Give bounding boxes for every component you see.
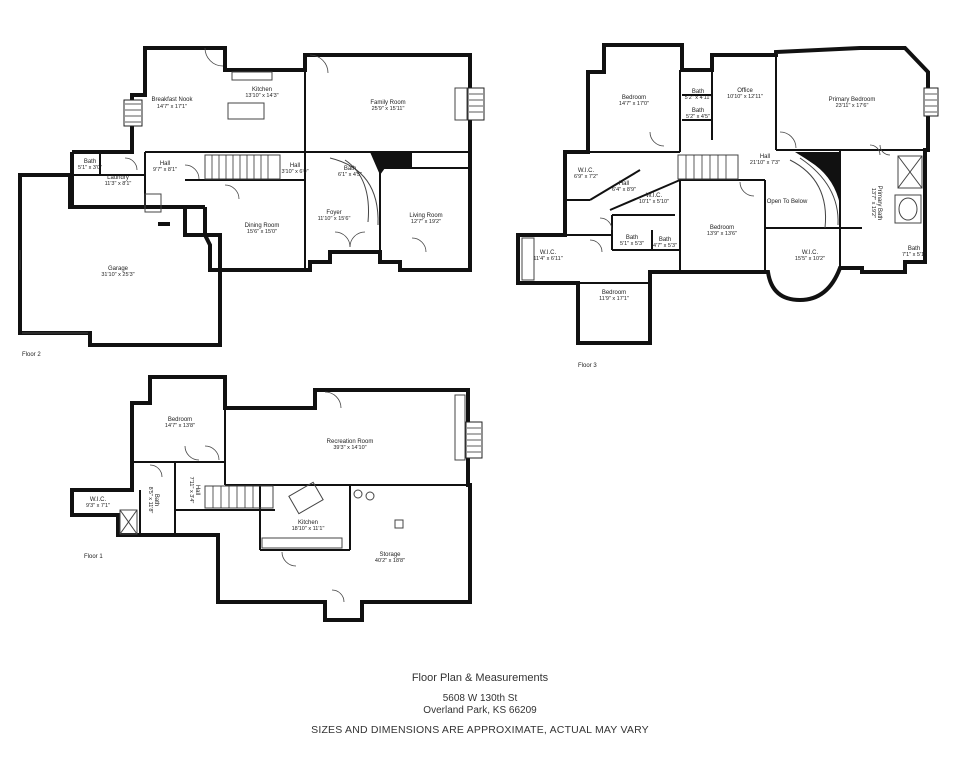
room-breakfast-nook-dim: 14'7" x 17'1" <box>157 104 187 110</box>
room-dining-room-dim: 15'6" x 15'0" <box>247 229 277 235</box>
room-office-dim: 10'10" x 12'11" <box>727 94 763 100</box>
room-bath-f-name: Bath <box>659 237 671 243</box>
room-open-to-below-name: Open To Below <box>767 199 808 205</box>
footer-disclaimer: SIZES AND DIMENSIONS ARE APPROXIMATE, AC… <box>311 724 649 736</box>
room-bedroom-d-dim: 14'7" x 13'8" <box>165 423 195 429</box>
room-wic-e-dim: 9'3" x 7'1" <box>86 503 110 509</box>
room-hall-b-name: Hall <box>290 163 300 169</box>
room-bedroom-c-name: Bedroom <box>602 290 626 296</box>
room-office-name: Office <box>737 88 753 94</box>
footer-address-line1: 5608 W 130th St <box>442 693 518 704</box>
room-bath-e-dim: 5'1" x 5'3" <box>620 241 644 247</box>
room-hall-e-name: Hall <box>194 485 200 495</box>
room-kitchen-name: Kitchen <box>252 87 272 93</box>
room-hall-b-dim: 3'10" x 6'0" <box>281 169 308 175</box>
room-kitchen-b-dim: 18'10" x 11'1" <box>292 526 325 532</box>
room-bath-h-name: Bath <box>153 494 159 506</box>
room-hall-a-dim: 9'7" x 8'1" <box>153 167 177 173</box>
room-family-room-name: Family Room <box>370 100 405 106</box>
room-bath-h-dim: 8'5" x 11'8" <box>147 487 153 514</box>
room-garage-dim: 31'10" x 25'3" <box>101 272 134 278</box>
room-wic-e-name: W.I.C. <box>90 497 107 503</box>
room-wic-d-dim: 15'5" x 10'2" <box>795 256 825 262</box>
floor-3-plan: Bedroom 14'7" x 17'0" Bath 5'2" x 4'11" … <box>516 43 939 369</box>
room-hall-a-name: Hall <box>160 161 170 167</box>
floor-1-label: Floor 1 <box>84 554 103 560</box>
room-primary-bedroom-name: Primary Bedroom <box>829 97 876 103</box>
room-bath-c-dim: 5'2" x 4'11" <box>685 95 712 101</box>
room-bedroom-b-dim: 13'9" x 13'6" <box>707 231 737 237</box>
footer-address-line2: Overland Park, KS 66209 <box>423 705 537 716</box>
floor-3-label: Floor 3 <box>578 363 597 369</box>
room-hall-c-name: Hall <box>619 181 629 187</box>
room-hall-d-dim: 21'10" x 7'3" <box>750 160 780 166</box>
room-bedroom-c-dim: 11'9" x 17'1" <box>599 296 629 302</box>
room-bath-g-name: Bath <box>908 246 920 252</box>
room-bath-g-dim: 7'1" x 5'1" <box>902 252 926 258</box>
room-wic-b-dim: 10'1" x 5'10" <box>639 199 669 205</box>
room-bath-d-dim: 5'2" x 4'5" <box>686 114 710 120</box>
room-garage-name: Garage <box>108 266 129 272</box>
room-wic-c-dim: 11'4" x 6'11" <box>533 256 562 262</box>
room-bath-c-name: Bath <box>692 89 704 95</box>
room-bedroom-d-name: Bedroom <box>168 417 192 423</box>
room-bedroom-a-name: Bedroom <box>622 95 646 101</box>
room-storage-name: Storage <box>379 552 401 558</box>
room-wic-a-name: W.I.C. <box>578 168 595 174</box>
room-primary-bedroom-dim: 23'11" x 17'6" <box>836 103 869 109</box>
room-kitchen-dim: 13'10" x 14'3" <box>245 93 278 99</box>
room-hall-e-dim: 7'11" x 3'4" <box>188 477 194 504</box>
room-wic-d-name: W.I.C. <box>802 250 819 256</box>
floor-2-plan: Breakfast Nook 14'7" x 17'1" Kitchen 13'… <box>18 46 485 358</box>
room-bath-b-name: Bath <box>344 166 356 172</box>
room-bath-a-dim: 5'1" x 3'0" <box>78 165 102 171</box>
room-family-room-dim: 25'9" x 15'11" <box>372 106 405 112</box>
room-living-room-name: Living Room <box>409 213 442 219</box>
room-primary-bath-dim: 13'7" x 19'2" <box>870 188 876 218</box>
room-foyer-dim: 11'10" x 15'6" <box>318 216 351 222</box>
room-primary-bath-name: Primary Bath <box>876 186 882 221</box>
room-laundry-dim: 11'3" x 8'1" <box>105 181 132 187</box>
footer-title: Floor Plan & Measurements <box>411 672 549 684</box>
room-storage-dim: 40'2" x 18'8" <box>375 558 405 564</box>
room-bedroom-b-name: Bedroom <box>710 225 734 231</box>
room-bath-d-name: Bath <box>692 108 704 114</box>
room-bath-a-name: Bath <box>84 159 96 165</box>
room-wic-a-dim: 6'9" x 7'2" <box>574 174 598 180</box>
room-laundry-name: Laundry <box>107 175 129 181</box>
room-recreation-room-dim: 39'3" x 14'10" <box>333 445 366 451</box>
room-bath-f-dim: 4'7" x 5'3" <box>653 243 677 249</box>
floor-2-label: Floor 2 <box>22 352 41 358</box>
room-kitchen-b-name: Kitchen <box>298 520 318 526</box>
room-foyer-name: Foyer <box>326 210 341 216</box>
floor-1-plan: Bedroom 14'7" x 13'8" Recreation Room 39… <box>70 375 483 622</box>
room-living-room-dim: 12'7" x 19'2" <box>411 219 441 225</box>
room-hall-c-dim: 6'4" x 8'9" <box>612 187 636 193</box>
room-wic-b-name: W.I.C. <box>646 193 663 199</box>
room-dining-room-name: Dining Room <box>245 223 280 229</box>
room-recreation-room-name: Recreation Room <box>327 439 374 445</box>
room-hall-d-name: Hall <box>760 154 770 160</box>
room-bedroom-a-dim: 14'7" x 17'0" <box>619 101 649 107</box>
room-breakfast-nook-name: Breakfast Nook <box>151 97 193 103</box>
room-bath-b-dim: 6'1" x 4'5" <box>338 172 362 178</box>
room-wic-c-name: W.I.C. <box>540 250 557 256</box>
room-bath-e-name: Bath <box>626 235 638 241</box>
